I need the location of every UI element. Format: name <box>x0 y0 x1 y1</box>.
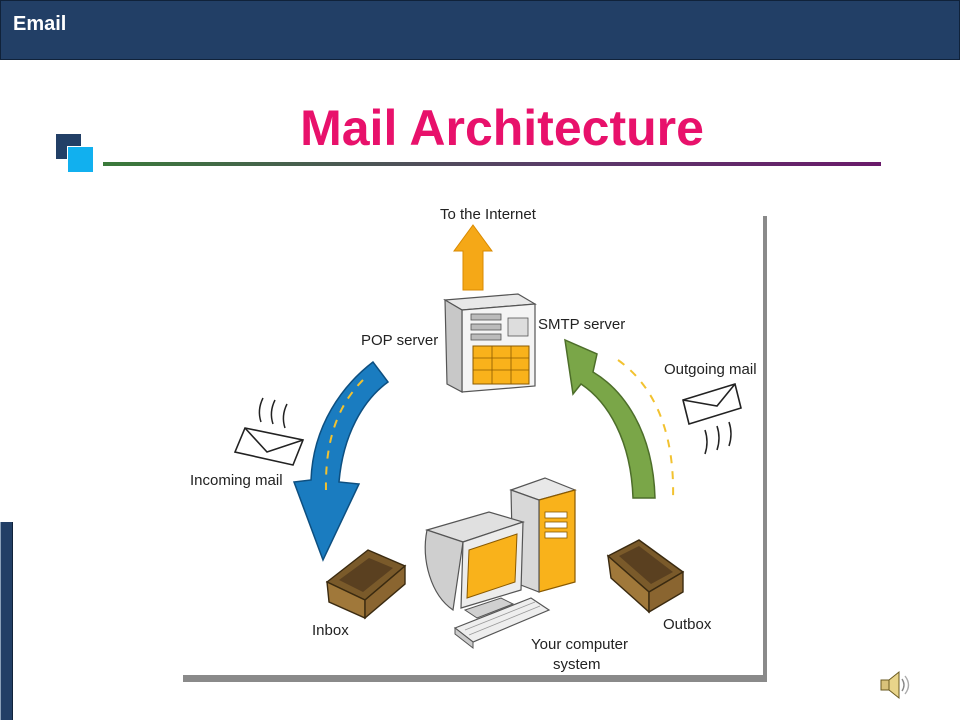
internet-label: To the Internet <box>440 206 536 223</box>
computer-icon <box>424 477 577 650</box>
speaker-icon[interactable] <box>880 668 910 702</box>
server-icon <box>443 293 537 393</box>
section-label: Email <box>13 13 67 35</box>
envelope-icon <box>682 382 742 455</box>
outbox-label: Outbox <box>663 616 712 633</box>
inbox-tray-icon <box>325 549 407 620</box>
internet-arrow <box>453 224 493 291</box>
pop-server-label: POP server <box>361 332 439 349</box>
computer-label-line2: system <box>553 656 601 673</box>
outgoing-mail-arrow <box>564 338 675 501</box>
inbox-label: Inbox <box>312 622 349 639</box>
outbox-tray-icon <box>606 539 685 614</box>
figure-shadow-right <box>760 216 767 682</box>
mail-architecture-diagram <box>183 200 763 675</box>
incoming-mail-label: Incoming mail <box>190 472 283 489</box>
left-accent-strip <box>0 522 13 720</box>
slide-title: Mail Architecture <box>300 100 704 156</box>
figure-shadow-bottom <box>183 675 767 682</box>
computer-label-line1: Your computer <box>531 636 629 653</box>
smtp-server-label: SMTP server <box>538 316 626 333</box>
outgoing-mail-label: Outgoing mail <box>664 361 757 378</box>
header-bar: Email <box>0 0 960 60</box>
title-underline <box>103 162 881 166</box>
incoming-mail-arrow <box>292 360 390 562</box>
envelope-icon <box>233 397 305 466</box>
decorative-square-light <box>67 146 94 173</box>
